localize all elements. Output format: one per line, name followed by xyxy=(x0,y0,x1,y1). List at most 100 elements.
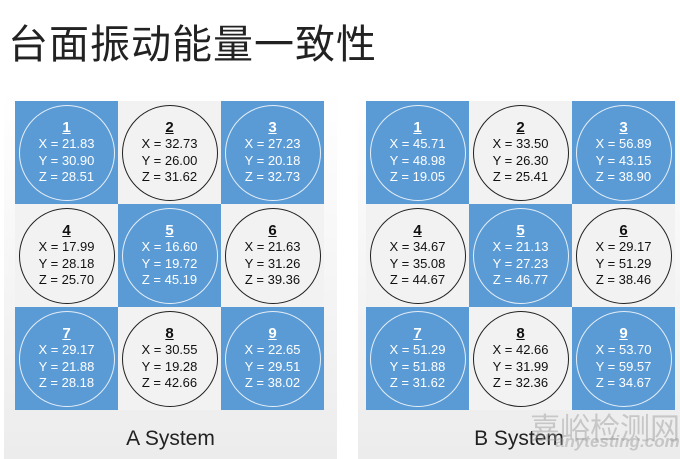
position-number: 2 xyxy=(165,118,174,136)
y-value: Y = 28.18 xyxy=(38,255,95,271)
y-value: Y = 29.51 xyxy=(244,358,301,374)
position-number: 5 xyxy=(165,221,174,239)
z-value: Z = 38.90 xyxy=(595,169,652,184)
z-value: Z = 32.36 xyxy=(492,375,549,390)
position-number: 9 xyxy=(619,324,628,342)
x-value: X = 33.50 xyxy=(492,136,549,151)
y-value: Y = 19.72 xyxy=(141,255,198,271)
y-value: Y = 26.00 xyxy=(141,152,198,168)
x-value: X = 32.73 xyxy=(141,136,198,151)
position-number: 4 xyxy=(62,221,71,239)
y-value: Y = 26.30 xyxy=(492,152,549,168)
y-value: Y = 43.15 xyxy=(595,152,652,168)
y-value: Y = 48.98 xyxy=(389,152,446,168)
z-value: Z = 19.05 xyxy=(389,169,446,184)
x-value: X = 56.89 xyxy=(595,136,652,151)
z-value: Z = 46.77 xyxy=(492,272,549,287)
z-value: Z = 38.46 xyxy=(595,272,652,287)
position-number: 7 xyxy=(62,324,71,342)
x-value: X = 21.63 xyxy=(244,239,301,254)
position-number: 3 xyxy=(268,118,277,136)
y-value: Y = 19.28 xyxy=(141,358,198,374)
y-value: Y = 30.90 xyxy=(38,152,95,168)
position-number: 3 xyxy=(619,118,628,136)
x-value: X = 17.99 xyxy=(38,239,95,254)
z-value: Z = 44.67 xyxy=(389,272,446,287)
position-number: 1 xyxy=(413,118,422,136)
x-value: X = 21.83 xyxy=(38,136,95,151)
y-value: Y = 31.99 xyxy=(492,358,549,374)
position-number: 5 xyxy=(516,221,525,239)
x-value: X = 51.29 xyxy=(389,342,446,357)
y-value: Y = 59.57 xyxy=(595,358,652,374)
x-value: X = 45.71 xyxy=(389,136,446,151)
x-value: X = 42.66 xyxy=(492,342,549,357)
x-value: X = 53.70 xyxy=(595,342,652,357)
position-number: 8 xyxy=(165,324,174,342)
x-value: X = 21.13 xyxy=(492,239,549,254)
system-a-label: A System xyxy=(126,427,215,450)
position-number: 1 xyxy=(62,118,71,136)
y-value: Y = 51.29 xyxy=(595,255,652,271)
z-value: Z = 25.41 xyxy=(492,169,549,184)
z-value: Z = 31.62 xyxy=(141,169,198,184)
y-value: Y = 35.08 xyxy=(389,255,446,271)
z-value: Z = 34.67 xyxy=(595,375,652,390)
x-value: X = 30.55 xyxy=(141,342,198,357)
position-number: 8 xyxy=(516,324,525,342)
watermark-cn: 嘉峪检测网 xyxy=(530,412,680,447)
position-number: 6 xyxy=(619,221,628,239)
watermark-en: anytesting.com xyxy=(555,432,680,451)
y-value: Y = 51.88 xyxy=(389,358,446,374)
x-value: X = 16.60 xyxy=(141,239,198,254)
system-b-label: B System xyxy=(474,427,564,450)
z-value: Z = 28.51 xyxy=(38,169,95,184)
x-value: X = 34.67 xyxy=(389,239,446,254)
position-number: 4 xyxy=(413,221,422,239)
y-value: Y = 27.23 xyxy=(492,255,549,271)
z-value: Z = 25.70 xyxy=(38,272,95,287)
position-number: 7 xyxy=(413,324,422,342)
x-value: X = 22.65 xyxy=(244,342,301,357)
position-number: 9 xyxy=(268,324,277,342)
z-value: Z = 28.18 xyxy=(38,375,95,390)
z-value: Z = 31.62 xyxy=(389,375,446,390)
z-value: Z = 38.02 xyxy=(244,375,301,390)
z-value: Z = 39.36 xyxy=(244,272,301,287)
y-value: Y = 31.26 xyxy=(244,255,301,271)
z-value: Z = 42.66 xyxy=(141,375,198,390)
y-value: Y = 20.18 xyxy=(244,152,301,168)
